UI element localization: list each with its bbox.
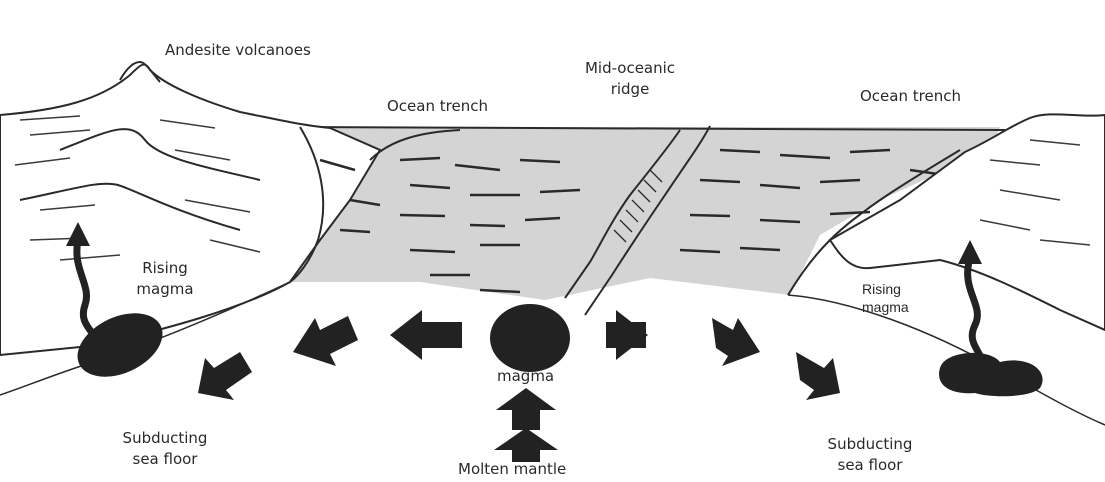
central-magma-chamber xyxy=(490,304,570,372)
label-subducting-right-line1: Subducting xyxy=(810,434,930,455)
label-subducting-left-line1: Subducting xyxy=(105,428,225,449)
label-rising-magma-right-line2: magma xyxy=(862,298,909,316)
arrow-left-2 xyxy=(293,316,358,366)
label-rising-magma-right: Rising magma xyxy=(862,280,909,316)
label-subducting-right-line2: sea floor xyxy=(810,455,930,476)
label-mid-oceanic-line2: ridge xyxy=(570,79,690,100)
arrow-right-3 xyxy=(796,352,840,400)
label-rising-magma-left-line2: magma xyxy=(125,279,205,300)
label-subducting-left: Subducting sea floor xyxy=(105,428,225,470)
arrow-left-3 xyxy=(198,352,252,400)
arrow-up-1 xyxy=(496,388,556,430)
right-magma-chamber xyxy=(939,353,1043,396)
arrow-left-1 xyxy=(390,310,462,360)
label-ocean-trench-right: Ocean trench xyxy=(860,86,961,107)
label-rising-magma-left-line1: Rising xyxy=(125,258,205,279)
arrow-up-2 xyxy=(494,428,558,462)
label-mid-oceanic-ridge: Mid-oceanic ridge xyxy=(570,58,690,100)
label-rising-magma-left: Rising magma xyxy=(125,258,205,300)
label-molten-mantle: Molten mantle xyxy=(458,459,566,480)
arrow-right-1-body xyxy=(606,322,646,348)
arrow-right-2 xyxy=(712,318,760,366)
label-rising-magma-right-line1: Rising xyxy=(862,280,909,298)
label-magma: magma xyxy=(497,366,554,387)
label-ocean-trench-left: Ocean trench xyxy=(387,96,488,117)
label-andesite-volcanoes: Andesite volcanoes xyxy=(165,40,311,61)
label-subducting-right: Subducting sea floor xyxy=(810,434,930,476)
label-subducting-left-line2: sea floor xyxy=(105,449,225,470)
label-mid-oceanic-line1: Mid-oceanic xyxy=(570,58,690,79)
right-magma-conduit xyxy=(968,258,983,368)
